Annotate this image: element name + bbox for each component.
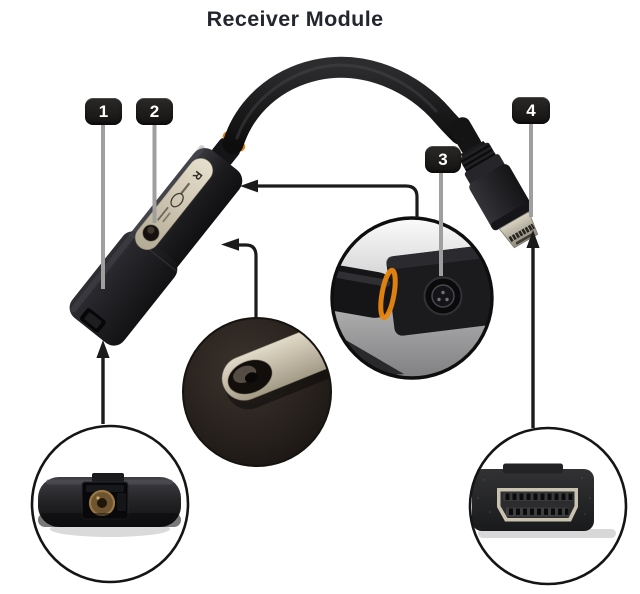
detail1-bottom-shade bbox=[38, 513, 181, 527]
detail3-jack-pin bbox=[445, 297, 449, 302]
arrowhead-to-device-lower bbox=[221, 238, 239, 251]
hdmi-tip-slot bbox=[515, 233, 534, 245]
detail4-shadow bbox=[478, 529, 616, 538]
arrowhead-to-device-upper bbox=[240, 179, 258, 193]
device-label-microtext-1 bbox=[180, 182, 190, 195]
detail4-rim bbox=[468, 426, 628, 586]
hdmi-tip-pin-holes bbox=[508, 223, 535, 243]
callout-badge-1: 1 bbox=[85, 98, 122, 125]
leader-lines bbox=[101, 124, 533, 289]
detail1-recess-bar bbox=[86, 485, 124, 492]
hdmi-body-lower-edge bbox=[491, 202, 533, 231]
cable bbox=[222, 56, 471, 155]
detail1-latch bbox=[117, 493, 126, 511]
detail4-top-notch bbox=[503, 463, 563, 474]
detail1-rim bbox=[30, 424, 190, 584]
hdmi-plug-photo bbox=[449, 117, 539, 249]
hdmi-ridge-line bbox=[463, 148, 493, 168]
detail1-brass-pin bbox=[96, 496, 100, 500]
detail3-cable-highlight bbox=[332, 269, 391, 287]
arrow-from-detail3-to-device bbox=[256, 184, 419, 218]
detail3-jack-pin bbox=[437, 297, 441, 302]
detail1-top-tab bbox=[92, 473, 124, 482]
detail4-body-speckle bbox=[477, 477, 591, 515]
detail-circle-power-port bbox=[330, 216, 494, 380]
detail4-pins-bottom bbox=[509, 508, 569, 515]
detail3-jack-ring bbox=[431, 284, 455, 308]
device-label-microtext-2 bbox=[157, 206, 169, 221]
detail3-rim bbox=[330, 216, 494, 380]
detail2-button-pupil bbox=[244, 372, 258, 383]
device-label-microtext-3 bbox=[162, 212, 171, 223]
arrow-from-detail2-to-device bbox=[237, 243, 258, 318]
detail1-brass-center bbox=[97, 498, 107, 508]
detail4-pins-top bbox=[505, 493, 573, 500]
hdmi-strain-relief bbox=[449, 117, 482, 156]
page-title: Receiver Module bbox=[206, 7, 384, 31]
device-button-sheen bbox=[147, 226, 155, 234]
detail-circle-hdmi-face bbox=[468, 426, 628, 586]
arrowhead-to-rear-port bbox=[96, 340, 110, 358]
detail3-orange-ring bbox=[378, 267, 398, 321]
detail3-housing-top bbox=[386, 243, 492, 270]
callout-arrows bbox=[96, 179, 540, 428]
device-bottom-port-inner bbox=[84, 312, 102, 329]
callout-badge-2: 2 bbox=[136, 98, 173, 125]
hdmi-ridge-line bbox=[465, 152, 496, 172]
detail-circle-rear-port bbox=[30, 424, 190, 584]
callout-badge-4: 4 bbox=[512, 97, 550, 124]
hdmi-shoulder bbox=[464, 154, 505, 185]
receiver-device-photo: R bbox=[69, 131, 246, 346]
hdmi-metal-tip bbox=[498, 211, 539, 249]
hdmi-ridge-line bbox=[461, 144, 490, 163]
arrowhead-to-hdmi-tip bbox=[526, 230, 540, 248]
cable-highlight bbox=[235, 63, 438, 140]
callout-badge-3: 3 bbox=[425, 146, 461, 173]
device-label-logo-oval bbox=[170, 192, 184, 208]
detail3-jack-pin bbox=[441, 290, 445, 295]
